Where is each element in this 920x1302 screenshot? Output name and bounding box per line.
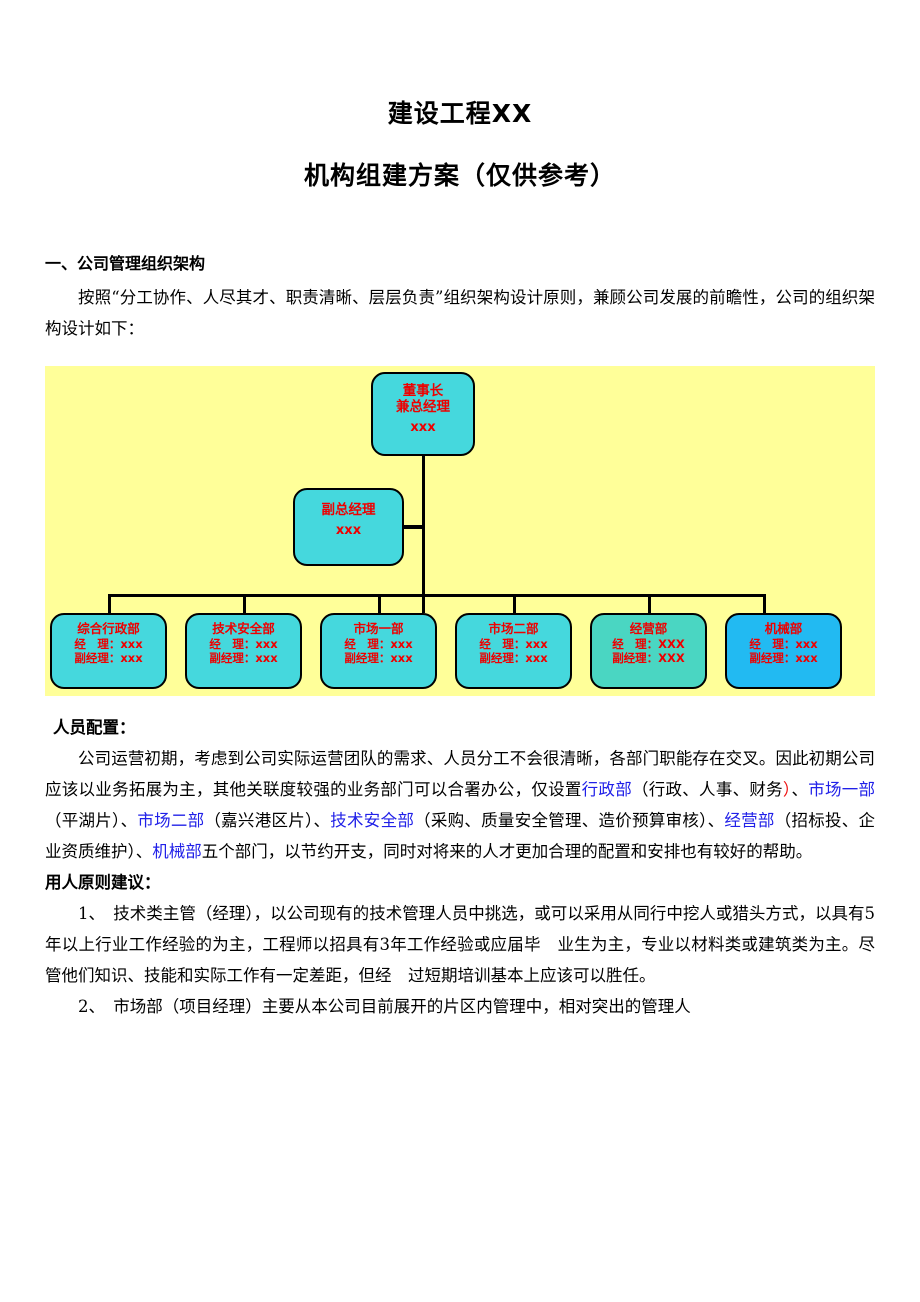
org-node-department-3: 市场二部 经 理：xxx 副经理：xxx <box>455 613 572 689</box>
document-title-line1: 建设工程XX <box>387 99 533 128</box>
org-node-department-5-manager: 经 理：xxx <box>749 637 818 652</box>
subheading-staffing: 人员配置： <box>53 718 136 737</box>
org-node-department-3-title: 市场二部 <box>488 621 539 636</box>
org-node-department-5-deputy: 副经理：xxx <box>749 651 818 666</box>
org-node-department-3-deputy: 副经理：xxx <box>479 651 548 666</box>
org-node-department-5: 机械部 经 理：xxx 副经理：xxx <box>725 613 842 689</box>
org-node-department-4-title: 经营部 <box>629 621 668 636</box>
staffing-segment-12: 机械部 <box>152 842 202 861</box>
connector-drop-0 <box>108 594 111 613</box>
org-node-department-2-title: 市场一部 <box>353 621 404 636</box>
connector-drop-3 <box>513 594 516 613</box>
connector-horizontal-bus <box>108 594 763 597</box>
org-node-chairman-line2: 兼总经理 <box>396 399 450 416</box>
org-node-department-3-manager: 经 理：xxx <box>479 637 548 652</box>
connector-top-to-trunk <box>422 456 425 613</box>
principle-item-2: 2、 市场部（项目经理）主要从本公司目前展开的片区内管理中，相对突出的管理人 <box>78 997 691 1016</box>
org-node-department-5-title: 机械部 <box>764 621 803 636</box>
intro-paragraph: 按照“分工协作、人尽其才、职责清晰、层层负责”组织架构设计原则，兼顾公司发展的前… <box>45 288 875 338</box>
staffing-segment-8: 技术安全部 <box>330 811 415 830</box>
connector-drop-1 <box>243 594 246 613</box>
org-node-vice-gm: 副总经理 xxx <box>293 488 404 566</box>
connector-vice-stub <box>404 525 424 529</box>
staffing-segment-7: （嘉兴港区片）、 <box>204 811 331 830</box>
org-node-department-2: 市场一部 经 理：xxx 副经理：xxx <box>320 613 437 689</box>
org-node-vice-gm-name: xxx <box>335 523 362 539</box>
staffing-segment-10: 经营部 <box>724 811 775 830</box>
org-node-department-0: 综合行政部 经 理：xxx 副经理：xxx <box>50 613 167 689</box>
staffing-paragraph: 公司运营初期，考虑到公司实际运营团队的需求、人员分工不会很清晰，各部门职能存在交… <box>0 743 920 867</box>
connector-drop-2 <box>378 594 381 613</box>
org-node-department-0-title: 综合行政部 <box>77 621 140 636</box>
staffing-segment-4: 市场一部 <box>808 780 876 799</box>
staffing-segment-6: 市场二部 <box>137 811 205 830</box>
org-node-chairman-line1: 董事长 <box>402 383 444 399</box>
section-heading-org-structure: 一、公司管理组织架构 <box>45 254 206 273</box>
org-node-chairman-name: xxx <box>410 419 436 435</box>
subheading-hiring-principles: 用人原则建议： <box>45 873 161 892</box>
staffing-segment-5: （平湖片）、 <box>45 811 138 830</box>
principle-item-1: 1、 技术类主管（经理），以公司现有的技术管理人员中挑选，或可以采用从同行中挖人… <box>45 904 875 985</box>
document-title-line2: 机构组建方案（仅供参考） <box>303 161 616 190</box>
org-node-department-0-manager: 经 理：xxx <box>74 637 143 652</box>
staffing-segment-11: （招标投、企业资质维护）、 <box>45 811 876 861</box>
org-node-department-4-deputy: 副经理：XXX <box>612 651 685 666</box>
org-node-vice-gm-line1: 副总经理 <box>321 502 376 518</box>
org-node-department-1: 技术安全部 经 理：xxx 副经理：xxx <box>185 613 302 689</box>
org-node-department-4: 经营部 经 理：XXX 副经理：XXX <box>590 613 707 689</box>
connector-drop-4 <box>648 594 651 613</box>
staffing-colored-segments: 行政部（行政、人事、财务）、市场一部 （平湖片）、市场二部（嘉兴港区片）、技术安全… <box>45 780 875 861</box>
staffing-segment-3: 、 <box>791 780 809 799</box>
org-node-department-4-manager: 经 理：XXX <box>612 637 685 652</box>
staffing-segment-1: （行政、人事、财务 <box>631 780 783 799</box>
staffing-segment-13: 五个部门，以节约开支，同时对将来的人才更加合理的配置和安排也有较好的帮助。 <box>201 842 813 861</box>
org-node-department-2-deputy: 副经理：xxx <box>344 651 413 666</box>
org-chart: 董事长 兼总经理 xxx 副总经理 xxx 综合行政部 经 理：xxx 副经理：… <box>45 366 875 696</box>
org-node-chairman: 董事长 兼总经理 xxx <box>371 372 475 456</box>
staffing-segment-9: （采购、质量安全管理、造价预算审核）、 <box>414 811 725 830</box>
staffing-segment-2: ） <box>782 780 792 799</box>
org-node-department-0-deputy: 副经理：xxx <box>74 651 143 666</box>
staffing-segment-0: 行政部 <box>581 780 632 799</box>
staffing-paragraph-lead: 公司运营初期，考虑到公司实际运营团队的需求、人员分工不会很清晰，各部门职能存在交… <box>45 749 875 799</box>
org-node-department-1-manager: 经 理：xxx <box>209 637 278 652</box>
org-node-department-2-manager: 经 理：xxx <box>344 637 413 652</box>
connector-drop-5 <box>763 594 766 613</box>
org-node-department-1-deputy: 副经理：xxx <box>209 651 278 666</box>
org-node-department-1-title: 技术安全部 <box>212 621 275 636</box>
